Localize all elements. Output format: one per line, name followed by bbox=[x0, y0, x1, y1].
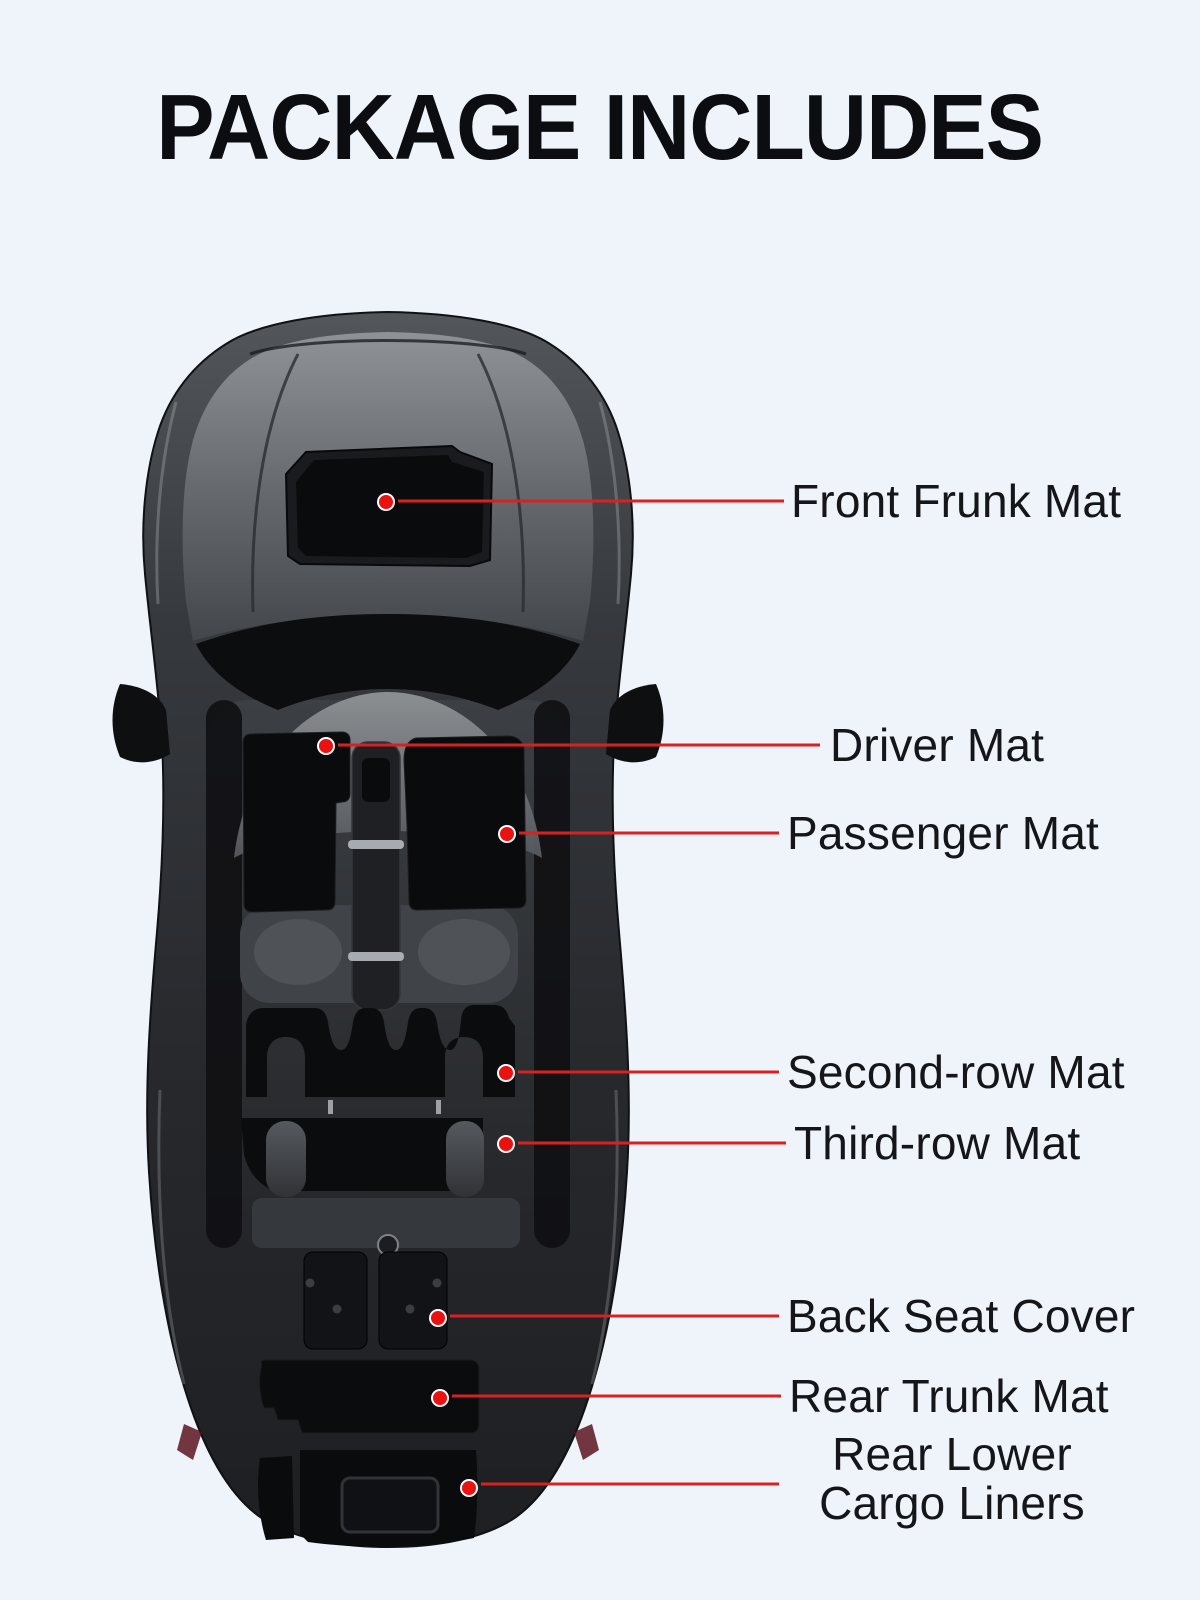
label-rear-lower-line2: Cargo Liners bbox=[819, 1477, 1085, 1529]
label-rear-trunk-mat: Rear Trunk Mat bbox=[789, 1370, 1109, 1422]
cover-snap-4 bbox=[405, 1304, 415, 1314]
seat-cushion-left bbox=[254, 919, 342, 985]
leader-line-driver-mat bbox=[338, 743, 820, 747]
hood-nose-line bbox=[249, 339, 527, 356]
fender-highlight-front-right bbox=[598, 401, 621, 605]
marker-second-row-mat bbox=[499, 1066, 513, 1080]
seat-rail-right bbox=[436, 1100, 441, 1114]
fender-highlight-rear-right bbox=[590, 1089, 619, 1385]
label-rear-lower-cargo-liners: Rear Lower Cargo Liners bbox=[790, 1430, 1114, 1528]
label-driver-mat: Driver Mat bbox=[830, 719, 1045, 771]
marker-back-seat-cover bbox=[431, 1311, 445, 1325]
seat-rail-left bbox=[328, 1100, 333, 1114]
tail-light-right bbox=[574, 1424, 599, 1460]
cargo-liner-left-flap bbox=[258, 1456, 294, 1540]
leader-line-second-row-mat bbox=[518, 1070, 779, 1074]
rear-trunk-mat-shape bbox=[259, 1359, 480, 1434]
back-seat-cover-right bbox=[378, 1251, 448, 1350]
leader-line-passenger-mat bbox=[519, 831, 779, 835]
cover-snap-3 bbox=[432, 1278, 442, 1288]
page-title-text: PACKAGE INCLUDES bbox=[156, 75, 1045, 179]
console-screen bbox=[362, 758, 390, 802]
side-mirror-left bbox=[112, 684, 170, 763]
cabin-side-left bbox=[206, 700, 242, 1248]
tail-light-left bbox=[177, 1424, 202, 1460]
third-row-cutout-right bbox=[446, 1121, 484, 1197]
marker-rear-lower-cargo-liners bbox=[462, 1481, 476, 1495]
leader-line-third-row-mat bbox=[518, 1141, 786, 1145]
cabin-side-right bbox=[534, 700, 570, 1248]
leader-line-back-seat-cover bbox=[450, 1314, 779, 1318]
cover-snap-2 bbox=[332, 1304, 342, 1314]
marker-passenger-mat bbox=[500, 827, 514, 841]
hood-crease-right bbox=[476, 353, 525, 613]
windshield bbox=[196, 614, 580, 710]
driver-mat-shape bbox=[242, 731, 351, 913]
third-row-cutout-left bbox=[266, 1121, 306, 1197]
side-mirror-right bbox=[606, 684, 664, 763]
back-seat-cover-left bbox=[303, 1251, 368, 1350]
leader-line-rear-lower-cargo-liners bbox=[481, 1482, 779, 1486]
label-third-row-mat: Third-row Mat bbox=[794, 1117, 1081, 1169]
cover-snap-1 bbox=[305, 1278, 315, 1288]
page-title: PACKAGE INCLUDES bbox=[0, 74, 1200, 181]
label-second-row-mat: Second-row Mat bbox=[787, 1046, 1125, 1098]
fender-highlight-rear-left bbox=[157, 1089, 186, 1385]
marker-third-row-mat bbox=[499, 1137, 513, 1151]
leader-line-front-frunk-mat bbox=[398, 499, 784, 503]
hood-crease-left bbox=[251, 353, 300, 613]
fender-highlight-front-left bbox=[155, 401, 178, 605]
label-passenger-mat: Passenger Mat bbox=[787, 807, 1099, 859]
cargo-liner-recess bbox=[340, 1476, 440, 1534]
label-back-seat-cover: Back Seat Cover bbox=[787, 1290, 1136, 1342]
trunk-divider bbox=[252, 1198, 520, 1248]
marker-driver-mat bbox=[319, 739, 333, 753]
passenger-mat-shape bbox=[403, 735, 527, 911]
leader-line-rear-trunk-mat bbox=[452, 1394, 781, 1398]
console-trim-rear bbox=[348, 952, 404, 961]
console-trim-front bbox=[348, 840, 404, 849]
label-front-frunk-mat: Front Frunk Mat bbox=[791, 475, 1122, 527]
marker-front-frunk-mat bbox=[379, 495, 393, 509]
seat-cushion-right bbox=[418, 919, 510, 985]
marker-rear-trunk-mat bbox=[433, 1391, 447, 1405]
label-rear-lower-line1: Rear Lower bbox=[832, 1428, 1072, 1480]
second-row-mat-shape bbox=[246, 1005, 515, 1097]
